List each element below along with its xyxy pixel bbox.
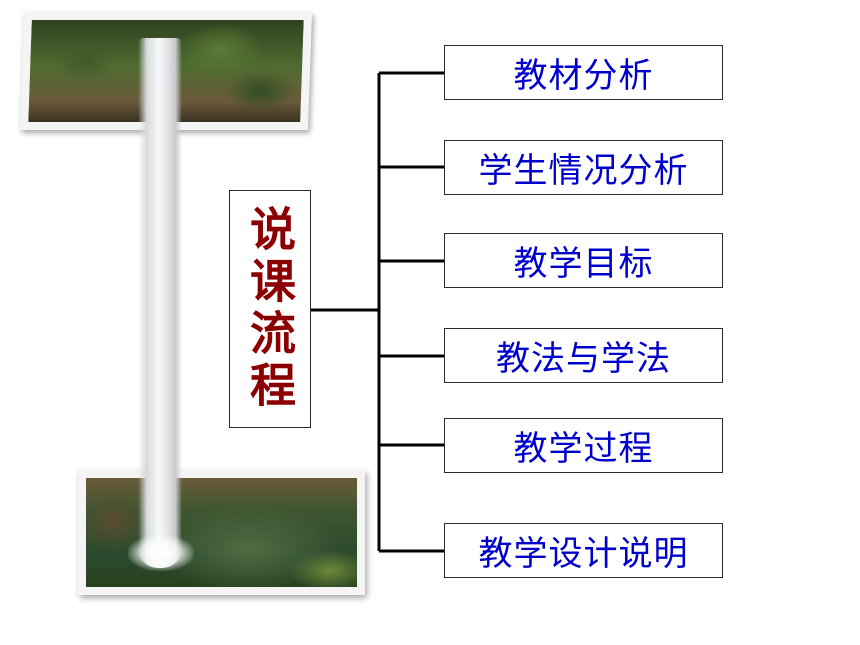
item-label-6: 教学设计说明 bbox=[478, 534, 689, 574]
item-box-1: 教材分析 bbox=[444, 45, 723, 100]
item-box-4: 教法与学法 bbox=[444, 328, 723, 383]
item-label-2: 学生情况分析 bbox=[478, 151, 689, 191]
item-label-3: 教学目标 bbox=[513, 244, 654, 284]
item-box-3: 教学目标 bbox=[444, 233, 723, 288]
item-label-5: 教学过程 bbox=[513, 429, 654, 469]
title-box: 说课流程 bbox=[229, 190, 311, 428]
diagram-title: 说课流程 bbox=[243, 205, 297, 413]
waterfall-stream bbox=[138, 38, 182, 568]
item-box-5: 教学过程 bbox=[444, 418, 723, 473]
waterfall-pool-photo bbox=[78, 470, 365, 595]
item-box-6: 教学设计说明 bbox=[444, 523, 723, 578]
item-label-4: 教法与学法 bbox=[496, 339, 671, 379]
item-label-1: 教材分析 bbox=[513, 56, 654, 96]
item-box-2: 学生情况分析 bbox=[444, 140, 723, 195]
waterfall-splash bbox=[128, 535, 194, 571]
